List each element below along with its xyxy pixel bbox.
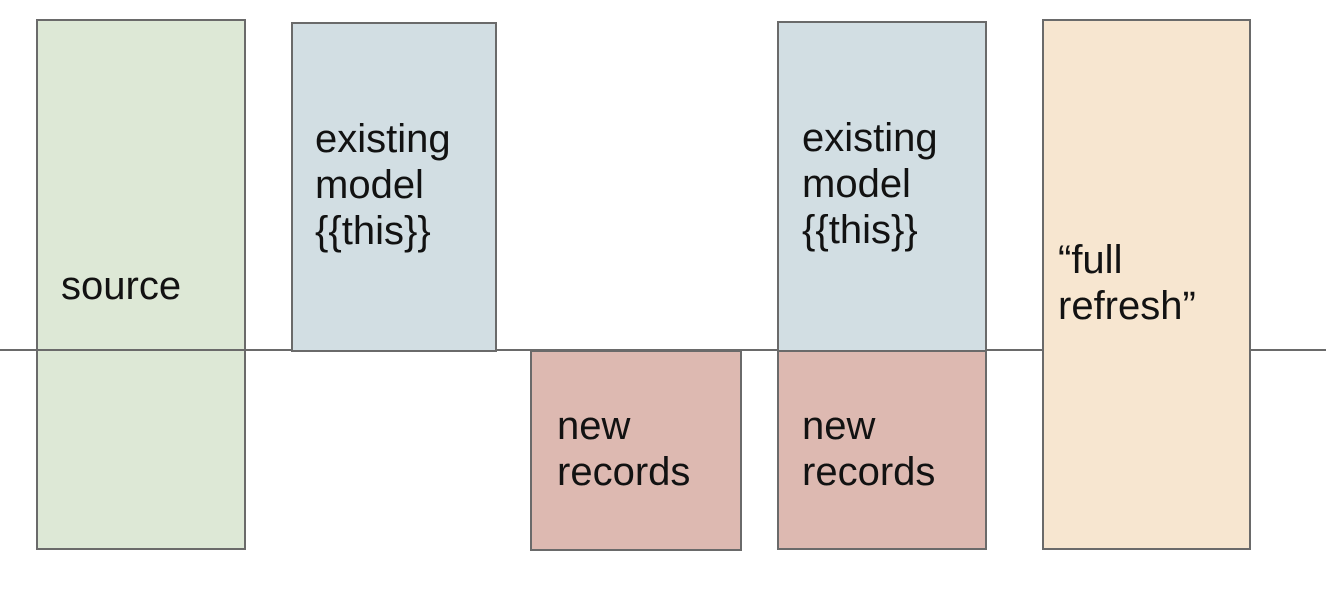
full-refresh-box-label: “full refresh” — [1058, 238, 1196, 328]
existing-model-box-2: existing model {{this}} — [777, 21, 987, 352]
existing-model-box-1: existing model {{this}} — [291, 22, 497, 352]
new-records-box-1-label: new records — [557, 404, 691, 494]
existing-model-box-1-label: existing model {{this}} — [315, 117, 451, 253]
new-records-box-2-label: new records — [802, 404, 936, 494]
existing-model-box-2-label: existing model {{this}} — [802, 116, 938, 252]
new-records-box-2: new records — [777, 350, 987, 550]
new-records-box-1: new records — [530, 350, 742, 551]
full-refresh-box: “full refresh” — [1042, 19, 1251, 550]
source-box-label: source — [61, 264, 182, 308]
source-box: source — [36, 19, 246, 550]
